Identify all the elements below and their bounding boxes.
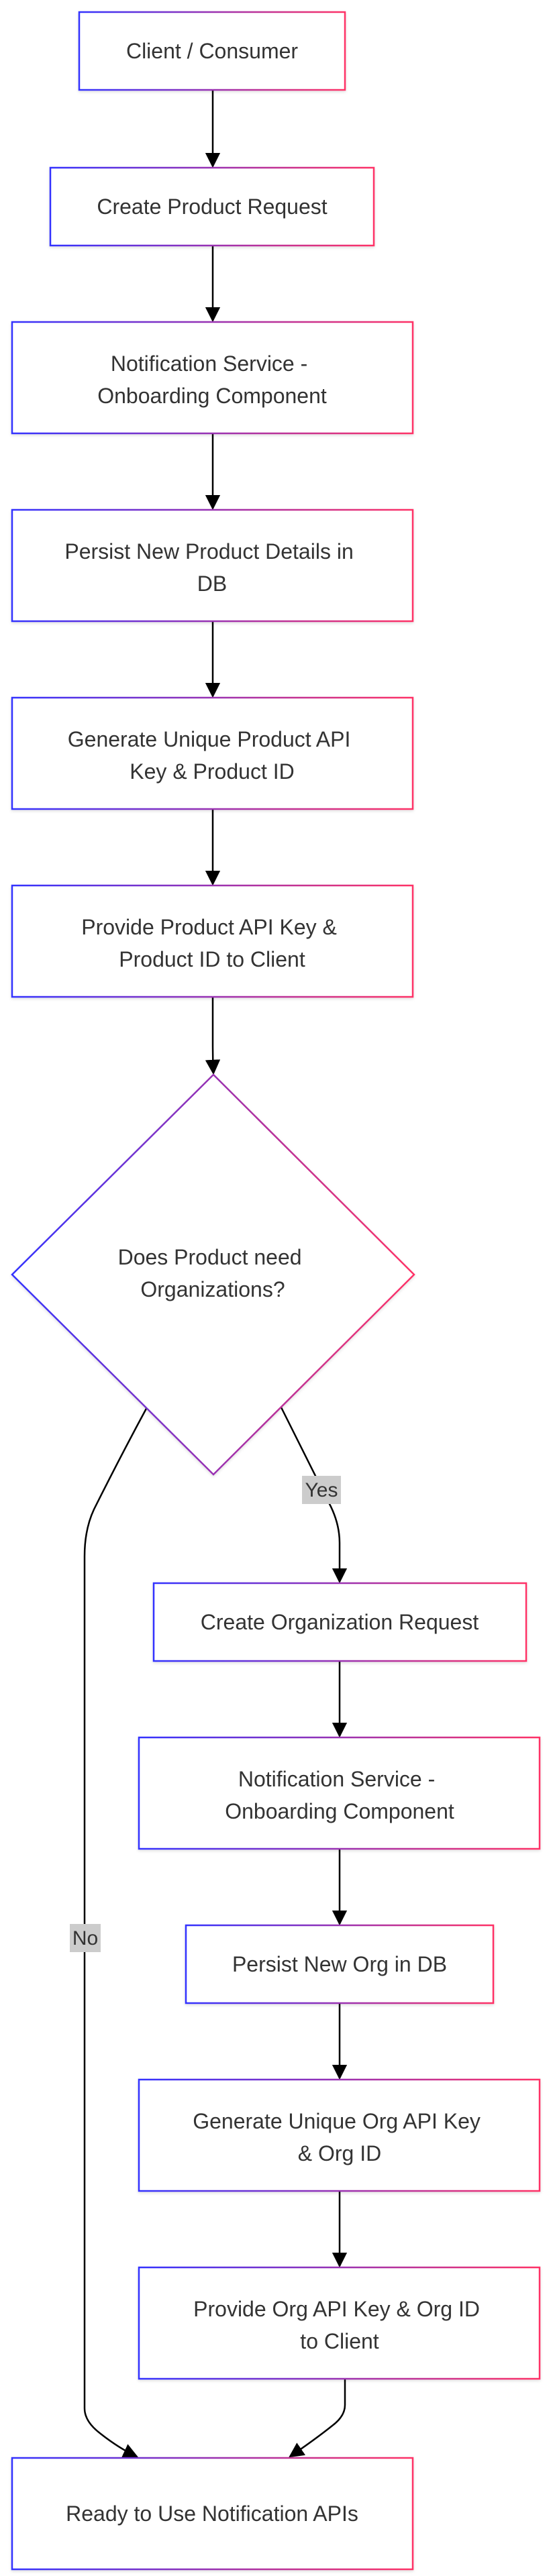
node-notification-service-org: Notification Service - Onboarding Compon…	[138, 1736, 541, 1850]
node-generate-product-key-line1: Generate Unique Product API	[68, 727, 351, 751]
node-persist-org-label: Persist New Org in DB	[232, 1952, 447, 1976]
node-generate-product-key-label: Generate Unique Product API Key & Produc…	[68, 727, 356, 784]
node-create-organization-request: Create Organization Request	[152, 1582, 528, 1662]
node-notification-service-product-line1: Notification Service -	[111, 352, 307, 376]
node-provide-org-key-label: Provide Org API Key & Org ID to Client	[193, 2297, 486, 2353]
edge-label-no: No	[70, 1924, 101, 1952]
decision-line2: Organizations?	[140, 1277, 285, 1301]
node-notification-service-org-line1: Notification Service -	[238, 1767, 435, 1791]
node-client-consumer: Client / Consumer	[78, 11, 346, 91]
node-provide-product-key-line1: Provide Product API Key &	[81, 915, 337, 939]
node-generate-product-key: Generate Unique Product API Key & Produc…	[11, 696, 414, 810]
node-create-organization-request-label: Create Organization Request	[201, 1610, 479, 1634]
node-notification-service-org-label: Notification Service - Onboarding Compon…	[225, 1767, 454, 1823]
node-persist-product-details-line1: Persist New Product Details in	[64, 539, 353, 564]
node-provide-product-key: Provide Product API Key & Product ID to …	[11, 884, 414, 998]
node-notification-service-product-line2: Onboarding Component	[97, 384, 327, 408]
node-provide-org-key: Provide Org API Key & Org ID to Client	[138, 2266, 541, 2380]
node-persist-product-details-label: Persist New Product Details in DB	[64, 539, 359, 596]
node-persist-product-details-line2: DB	[197, 572, 227, 596]
node-generate-org-key: Generate Unique Org API Key & Org ID	[138, 2078, 541, 2192]
edge-label-no-text: No	[72, 1927, 98, 1949]
node-generate-org-key-line1: Generate Unique Org API Key	[193, 2109, 481, 2133]
node-persist-org: Persist New Org in DB	[185, 1924, 495, 2004]
node-notification-service-product: Notification Service - Onboarding Compon…	[11, 321, 414, 435]
edge-label-yes-text: Yes	[305, 1479, 338, 1501]
node-ready-to-use-label: Ready to Use Notification APIs	[66, 2502, 358, 2526]
node-notification-service-product-label: Notification Service - Onboarding Compon…	[97, 352, 327, 408]
node-generate-org-key-label: Generate Unique Org API Key & Org ID	[193, 2109, 487, 2165]
edge-decision-no-to-ready	[83, 1405, 149, 2458]
decision-product-needs-organizations-label: Does Product need Organizations?	[118, 1245, 308, 1301]
edges	[83, 45, 348, 2458]
node-provide-org-key-line2: to Client	[300, 2329, 379, 2353]
node-provide-product-key-label: Provide Product API Key & Product ID to …	[81, 915, 343, 971]
node-persist-product-details: Persist New Product Details in DB	[11, 508, 414, 623]
node-generate-org-key-line2: & Org ID	[298, 2141, 381, 2165]
node-client-consumer-label: Client / Consumer	[126, 39, 298, 63]
node-provide-org-key-line1: Provide Org API Key & Org ID	[193, 2297, 480, 2321]
node-create-product-request: Create Product Request	[49, 166, 375, 247]
decision-product-needs-organizations: Does Product need Organizations?	[11, 1073, 415, 1476]
node-notification-service-org-line2: Onboarding Component	[225, 1799, 454, 1823]
edge-label-yes: Yes	[302, 1476, 341, 1504]
node-ready-to-use: Ready to Use Notification APIs	[11, 2457, 414, 2571]
node-provide-product-key-line2: Product ID to Client	[119, 947, 305, 971]
node-create-product-request-label: Create Product Request	[97, 195, 327, 219]
decision-line1: Does Product need	[118, 1245, 302, 1269]
node-generate-product-key-line2: Key & Product ID	[130, 759, 294, 784]
edge-provide-org-to-ready	[289, 2379, 346, 2458]
